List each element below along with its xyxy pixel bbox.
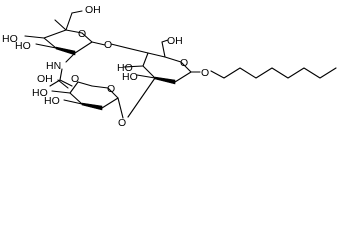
glcnac-c6-hydroxyl-label: OH: [85, 4, 101, 16]
mannose-1-glycosidic-oxygen-label: O: [118, 117, 126, 129]
octyl-ether-oxygen-label: O: [201, 67, 209, 79]
acetyl-bonds: [49, 68, 73, 89]
mannose-2-ring-bonds: [110, 39, 201, 118]
glcnac-ring-wedge: [55, 46, 76, 56]
glcnac-c4-hydroxyl-label: HO: [2, 33, 18, 45]
mannose-1-ring-bonds: [51, 81, 124, 119]
glcnac-ring-oxygen-label: O: [78, 28, 86, 40]
mannose-1-c3-hydroxyl-label: HO: [44, 95, 60, 107]
atom-labels: OH HO HO O HN O O OH HO HO O O OH HO HO …: [2, 4, 209, 129]
acetyl-carbonyl-oxygen-label: O: [71, 73, 79, 85]
glcnac-glycosidic-oxygen-label: O: [104, 39, 112, 51]
glcnac-c3-hydroxyl-label: HO: [15, 40, 31, 52]
glcnac-amide-nh-label: HN: [46, 60, 61, 72]
chemical-structure-diagram: OH HO HO O HN O O OH HO HO O O OH HO HO …: [2, 4, 337, 129]
mannose-2-ring-wedge: [154, 76, 176, 85]
mannose-2-c3-hydroxyl-label: HO: [122, 71, 138, 83]
mannose-2-ring-oxygen-label: O: [180, 57, 188, 69]
mannose-1-ring-oxygen-label: O: [107, 83, 115, 95]
mannose-1-ring-wedge: [81, 102, 103, 111]
mannose-2-c4-hydroxyl-label: HO: [117, 62, 133, 74]
octyl-chain-bonds: [210, 67, 337, 79]
mannose-1-c6-hydroxyl-label: OH: [37, 73, 53, 85]
mannose-2-c6-hydroxyl-label: OH: [167, 35, 183, 47]
glcnac-ring-bonds: [24, 10, 106, 63]
mannose-1-c4-hydroxyl-label: HO: [32, 87, 48, 99]
